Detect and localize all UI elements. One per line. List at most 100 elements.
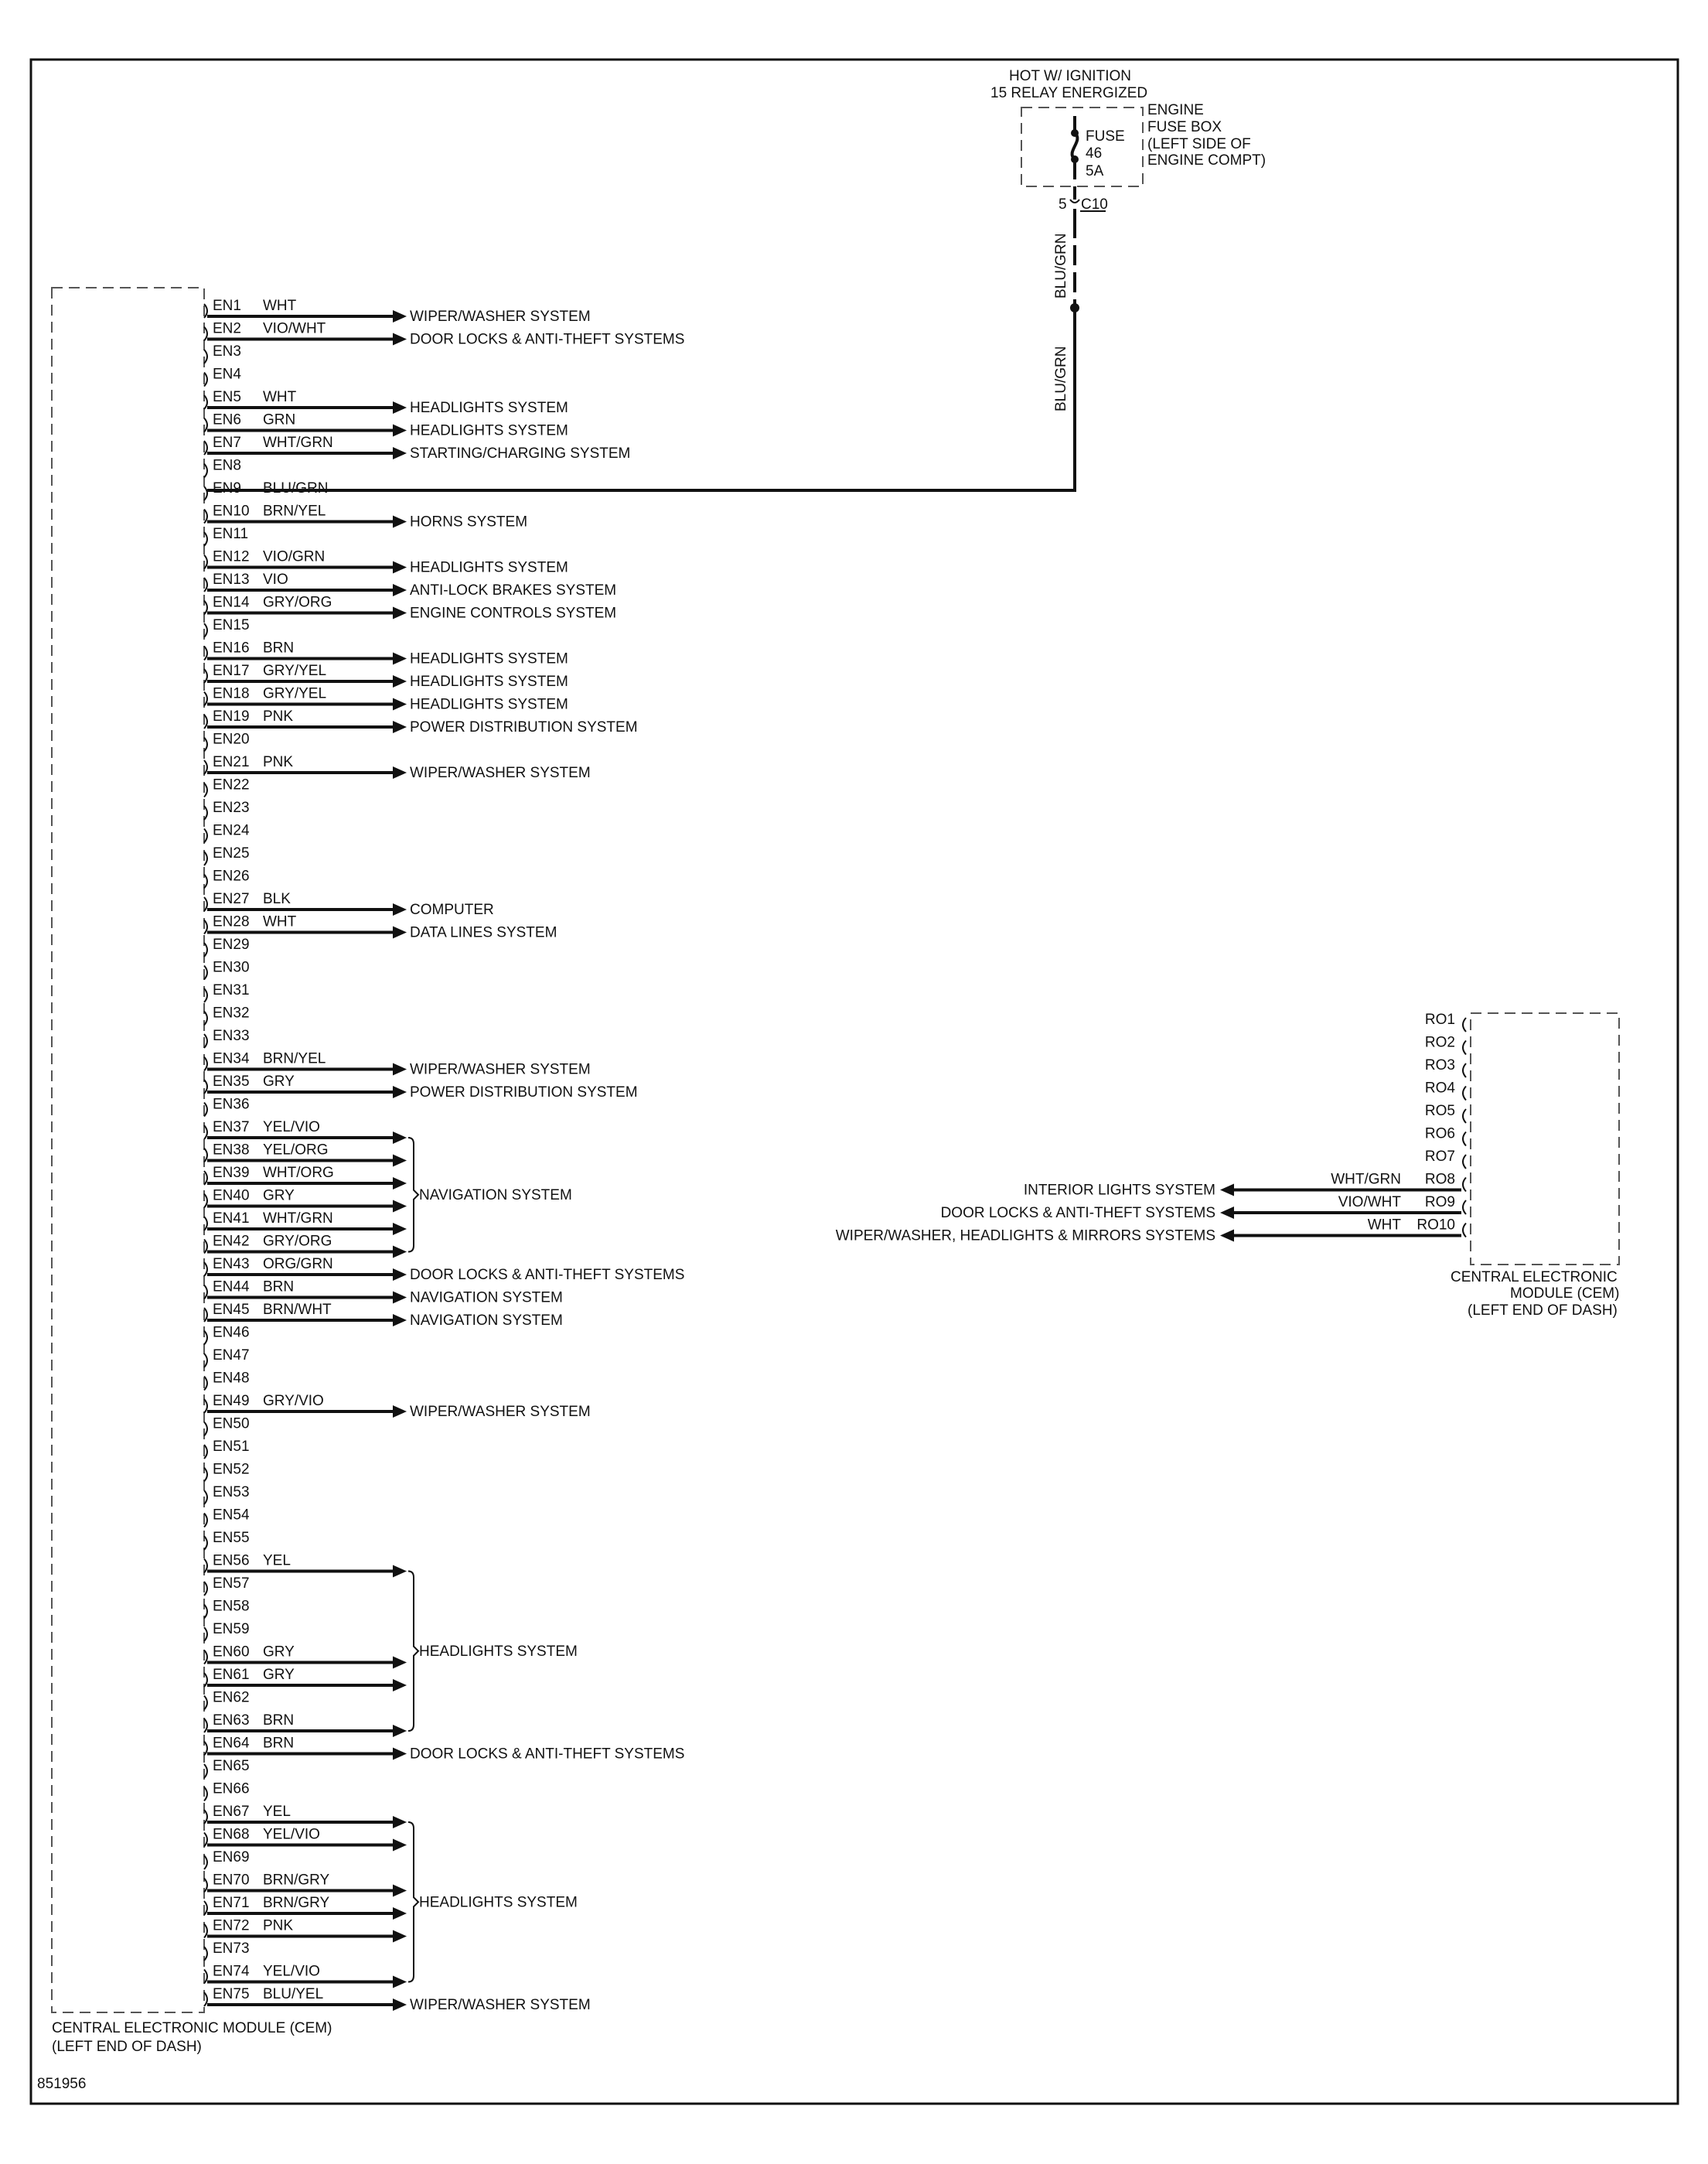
wire-color: BRN bbox=[263, 1279, 294, 1295]
pin-label: EN67 bbox=[213, 1804, 250, 1820]
pin-bracket bbox=[203, 1877, 208, 1893]
wire-color: YEL bbox=[263, 1553, 291, 1569]
pin-label: RO3 bbox=[1425, 1057, 1455, 1073]
pin-bracket bbox=[203, 1946, 208, 1961]
pin-label: EN42 bbox=[213, 1234, 250, 1250]
arrow-icon bbox=[393, 766, 407, 779]
wire-color: GRY/ORG bbox=[263, 1234, 332, 1250]
destination-label: HEADLIGHTS SYSTEM bbox=[410, 560, 568, 576]
pin-bracket bbox=[203, 1101, 208, 1118]
pin-label: EN36 bbox=[213, 1097, 250, 1113]
pin-row-en69: EN69 bbox=[203, 1849, 250, 1870]
pin-label: EN38 bbox=[213, 1142, 250, 1159]
pin-label: EN71 bbox=[213, 1895, 250, 1911]
pin-label: EN21 bbox=[213, 754, 250, 770]
pin-row-ro7: RO7 bbox=[1425, 1149, 1467, 1169]
pin-bracket bbox=[203, 1010, 208, 1026]
pin-bracket bbox=[1462, 1085, 1467, 1101]
arrow-icon bbox=[393, 675, 407, 688]
pin-label: EN23 bbox=[213, 800, 250, 816]
pin-bracket bbox=[203, 645, 208, 661]
pin-label: EN44 bbox=[213, 1279, 250, 1295]
pin-label: EN4 bbox=[213, 367, 241, 383]
pin-row-en73: EN73 bbox=[203, 1940, 250, 1961]
pin-row-ro2: RO2 bbox=[1425, 1035, 1467, 1056]
pin-bracket bbox=[203, 554, 208, 570]
pin-label: EN75 bbox=[213, 1986, 250, 2002]
pin-label: EN53 bbox=[213, 1484, 250, 1500]
destination-label: DOOR LOCKS & ANTI-THEFT SYSTEMS bbox=[410, 1267, 684, 1283]
pin-bracket bbox=[203, 1809, 208, 1824]
pin-label: EN73 bbox=[213, 1940, 250, 1957]
pin-bracket bbox=[203, 623, 208, 638]
wire-color: GRY bbox=[263, 1667, 295, 1683]
group-bracket-2: HEADLIGHTS SYSTEM bbox=[407, 1821, 578, 1983]
arrow-icon bbox=[393, 926, 407, 939]
wire-color: YEL/ORG bbox=[263, 1142, 328, 1159]
pin-label: EN40 bbox=[213, 1188, 250, 1204]
arrow-icon bbox=[393, 1177, 407, 1190]
pin-bracket bbox=[203, 1284, 208, 1300]
arrow-icon bbox=[1220, 1207, 1234, 1219]
pin-bracket bbox=[203, 896, 208, 912]
left-module-box bbox=[51, 287, 205, 2013]
wire-color-upper: BLU/GRN bbox=[1053, 234, 1069, 299]
wire-color: YEL/VIO bbox=[263, 1827, 320, 1843]
wire-color: BRN/YEL bbox=[263, 1051, 326, 1067]
wire-color: PNK bbox=[263, 1918, 293, 1934]
pin-label: EN66 bbox=[213, 1781, 250, 1797]
pin-label: EN7 bbox=[213, 435, 241, 451]
arrow-icon bbox=[393, 1725, 407, 1737]
wire-color: VIO/WHT bbox=[1338, 1194, 1402, 1210]
pin-label: RO1 bbox=[1425, 1012, 1455, 1028]
pin-bracket bbox=[203, 1307, 208, 1323]
pin-label: EN51 bbox=[213, 1439, 250, 1455]
brace bbox=[407, 1137, 420, 1253]
pin-row-en30: EN30 bbox=[203, 960, 250, 981]
group-destination-label: HEADLIGHTS SYSTEM bbox=[419, 1894, 578, 1910]
pin-label: RO9 bbox=[1425, 1194, 1455, 1210]
wire-color: GRY bbox=[263, 1073, 295, 1090]
pin-row-en47: EN47 bbox=[203, 1347, 250, 1368]
pin-label: EN2 bbox=[213, 321, 241, 337]
pin-bracket bbox=[203, 1672, 208, 1688]
pin-label: EN69 bbox=[213, 1849, 250, 1865]
connector-name: C10 bbox=[1081, 196, 1108, 213]
pin-bracket bbox=[203, 417, 208, 433]
pin-row-en20: EN20 bbox=[203, 732, 250, 753]
pin-row-en53: EN53 bbox=[203, 1484, 250, 1505]
wire-color: YEL/VIO bbox=[263, 1964, 320, 1980]
wire-color: ORG/GRN bbox=[263, 1256, 333, 1272]
pin-label: RO10 bbox=[1417, 1217, 1455, 1234]
pin-bracket bbox=[203, 1992, 208, 2007]
wire-color-lower: BLU/GRN bbox=[1053, 346, 1069, 411]
pin-bracket bbox=[203, 736, 208, 753]
pin-bracket bbox=[1462, 1222, 1467, 1238]
wire-color: BRN/WHT bbox=[263, 1302, 332, 1318]
wire-color: YEL/VIO bbox=[263, 1119, 320, 1135]
pin-label: EN24 bbox=[213, 823, 250, 839]
pin-row-ro6: RO6 bbox=[1425, 1126, 1467, 1147]
pin-label: EN11 bbox=[213, 526, 248, 542]
pin-bracket bbox=[1462, 1017, 1467, 1033]
pin-label: EN50 bbox=[213, 1416, 250, 1432]
arrow-icon bbox=[393, 1223, 407, 1235]
pin-bracket bbox=[203, 462, 208, 479]
destination-label: HORNS SYSTEM bbox=[410, 514, 527, 531]
pin-label: EN18 bbox=[213, 686, 250, 702]
destination-label: DATA LINES SYSTEM bbox=[410, 925, 557, 941]
pin-label: RO4 bbox=[1425, 1080, 1456, 1097]
